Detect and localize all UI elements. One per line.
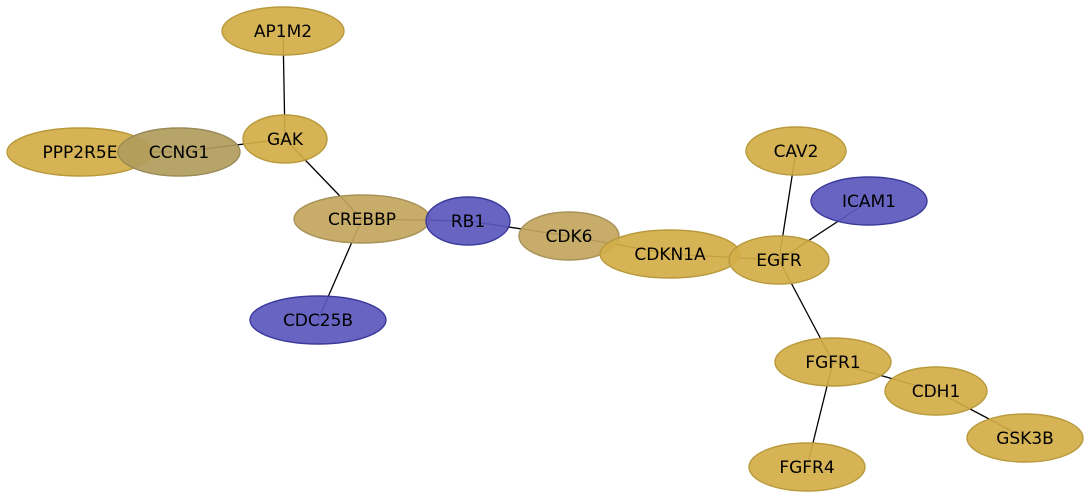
node-gak[interactable]: GAK	[242, 114, 328, 164]
node-shape-cdk6	[518, 211, 620, 261]
node-cdkn1a[interactable]: CDKN1A	[599, 229, 741, 279]
node-label-gak: GAK	[267, 130, 304, 150]
node-label-fgfr1: FGFR1	[805, 353, 860, 373]
node-crebbp[interactable]: CREBBP	[293, 194, 431, 244]
node-shape-rb1	[425, 196, 511, 246]
node-shape-egfr	[728, 235, 830, 285]
node-cdh1[interactable]: CDH1	[884, 366, 988, 416]
node-shape-gsk3b	[966, 413, 1084, 463]
node-label-cav2: CAV2	[774, 142, 819, 162]
node-ccng1[interactable]: CCNG1	[117, 127, 241, 177]
node-label-crebbp: CREBBP	[328, 210, 396, 230]
node-cdk6[interactable]: CDK6	[518, 211, 620, 261]
node-label-cdh1: CDH1	[912, 382, 961, 402]
node-label-cdc25b: CDC25B	[283, 311, 353, 331]
node-label-cdkn1a: CDKN1A	[634, 245, 706, 265]
node-label-ccng1: CCNG1	[149, 143, 209, 163]
node-label-rb1: RB1	[451, 212, 485, 232]
node-shape-cdh1	[884, 366, 988, 416]
node-label-ap1m2: AP1M2	[254, 22, 312, 42]
node-shape-ccng1	[117, 127, 241, 177]
node-egfr[interactable]: EGFR	[728, 235, 830, 285]
node-cdc25b[interactable]: CDC25B	[249, 295, 387, 345]
node-shape-ap1m2	[221, 6, 345, 56]
node-shape-fgfr1	[774, 337, 892, 387]
node-fgfr4[interactable]: FGFR4	[748, 442, 866, 492]
node-shape-cav2	[745, 126, 847, 176]
node-fgfr1[interactable]: FGFR1	[774, 337, 892, 387]
node-label-egfr: EGFR	[756, 251, 802, 271]
node-label-fgfr4: FGFR4	[779, 458, 834, 478]
node-label-icam1: ICAM1	[842, 192, 896, 212]
node-shape-cdc25b	[249, 295, 387, 345]
node-label-gsk3b: GSK3B	[996, 429, 1054, 449]
node-shape-icam1	[810, 176, 928, 226]
node-shape-fgfr4	[748, 442, 866, 492]
node-rb1[interactable]: RB1	[425, 196, 511, 246]
node-label-cdk6: CDK6	[546, 227, 593, 247]
node-icam1[interactable]: ICAM1	[810, 176, 928, 226]
node-shape-gak	[242, 114, 328, 164]
node-cav2[interactable]: CAV2	[745, 126, 847, 176]
node-ap1m2[interactable]: AP1M2	[221, 6, 345, 56]
node-label-ppp2r5e: PPP2R5E	[43, 143, 118, 163]
node-gsk3b[interactable]: GSK3B	[966, 413, 1084, 463]
node-ppp2r5e[interactable]: PPP2R5E	[6, 127, 154, 177]
